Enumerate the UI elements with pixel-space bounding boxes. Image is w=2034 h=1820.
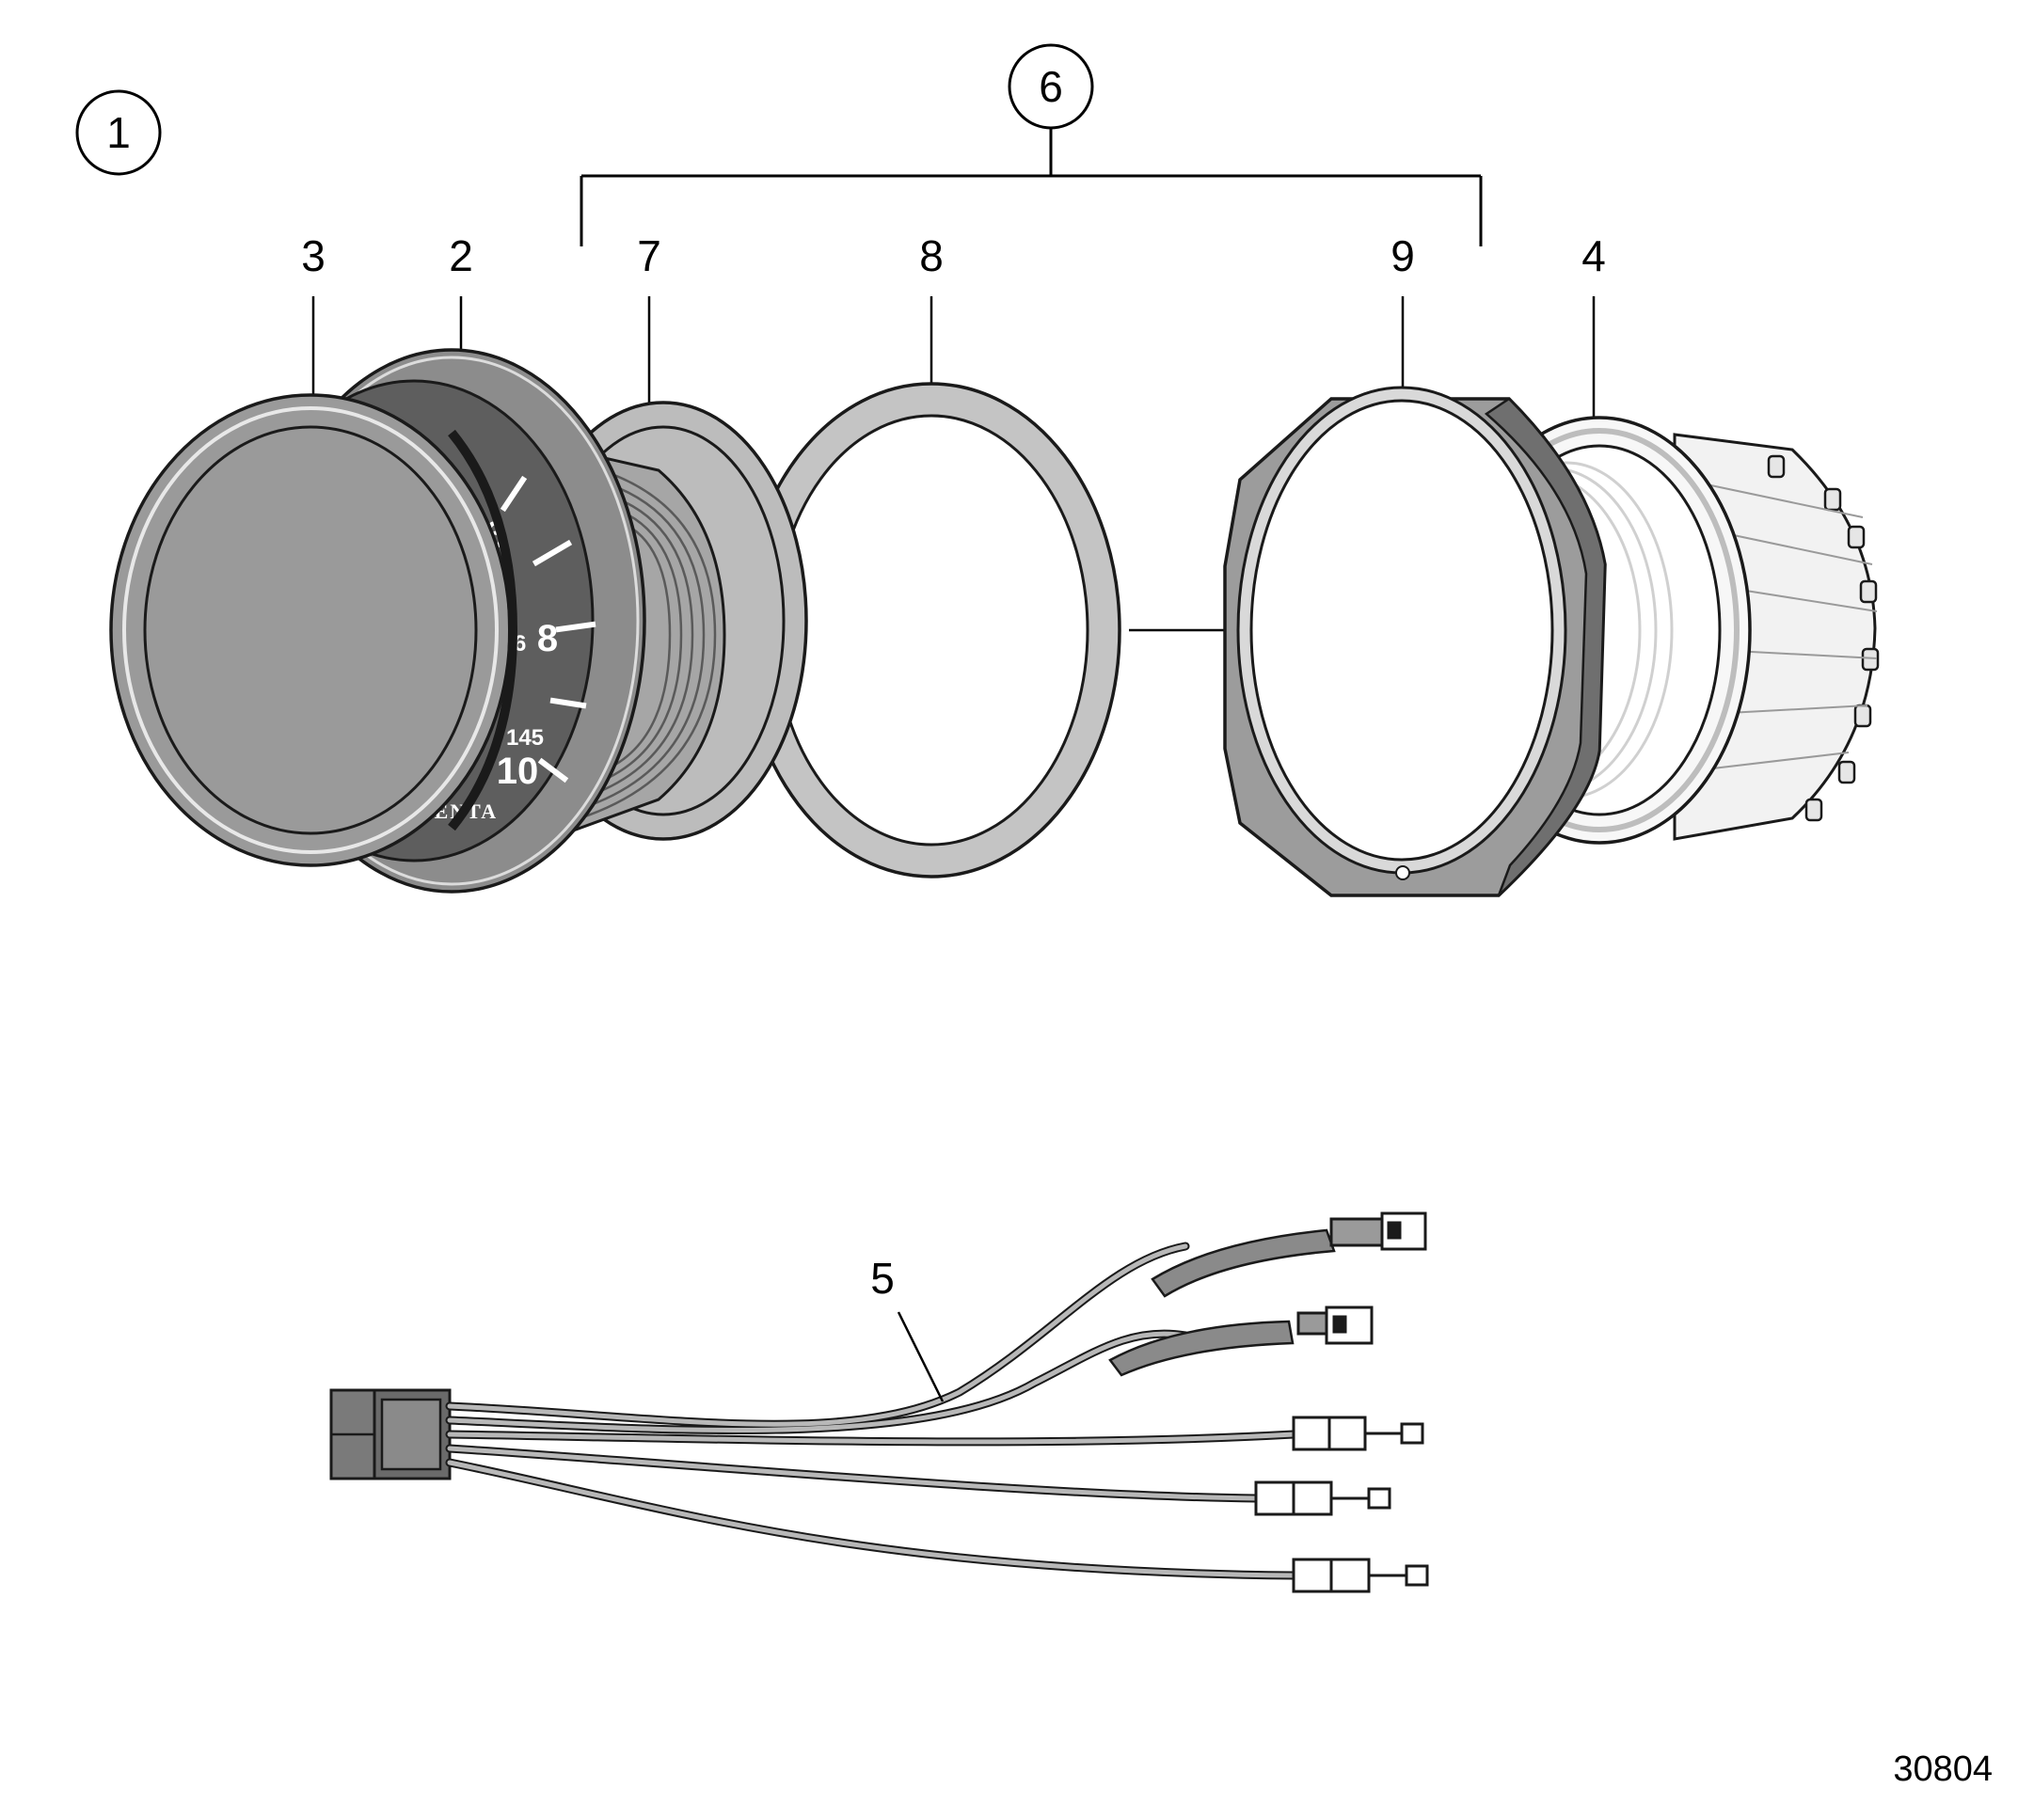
callout-5-label: 5	[870, 1254, 895, 1303]
wiring-harness-part-5	[329, 1211, 1429, 1593]
callout-6: 6	[580, 43, 1483, 246]
callout-9: 9	[1390, 231, 1415, 398]
callout-1: 1	[75, 89, 162, 176]
callout-6-label: 6	[1039, 62, 1063, 111]
callout-2-label: 2	[449, 231, 473, 280]
nut-part-9	[1223, 386, 1607, 897]
bezel-ring-part-3	[109, 393, 518, 867]
drawing-number: 30804	[1893, 1749, 1993, 1789]
callout-8-label: 8	[919, 231, 944, 280]
callout-9-label: 9	[1390, 231, 1415, 280]
bracket-6	[580, 128, 1483, 246]
callout-7-label: 7	[637, 231, 661, 280]
dial-label-10: 10	[497, 751, 539, 792]
callout-4: 4	[1581, 231, 1606, 419]
callout-7: 7	[637, 231, 661, 404]
callout-3: 3	[301, 231, 326, 399]
callout-3-label: 3	[301, 231, 326, 280]
dial-minor-145: 145	[506, 725, 544, 751]
callout-8: 8	[919, 231, 944, 386]
callout-1-label: 1	[106, 108, 131, 157]
washer-part-8	[741, 382, 1121, 878]
callout-4-label: 4	[1581, 231, 1606, 280]
callout-5: 5	[870, 1254, 945, 1402]
dial-label-8: 8	[537, 618, 558, 659]
